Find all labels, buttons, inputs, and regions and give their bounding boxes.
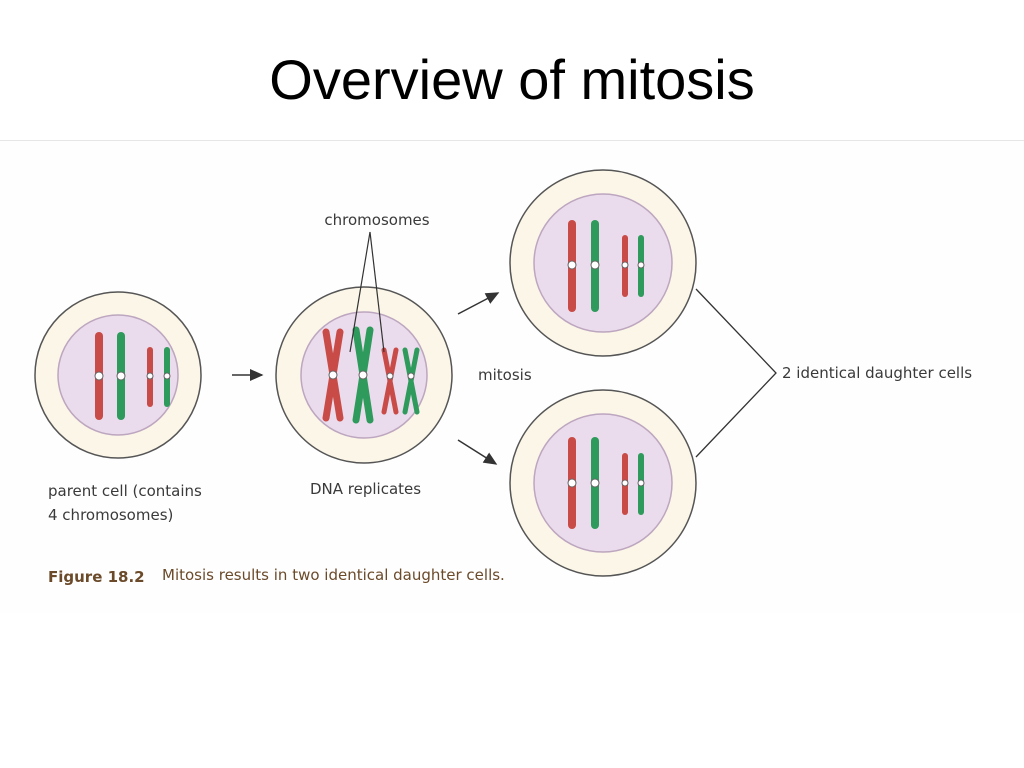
replicated-cell bbox=[275, 286, 453, 464]
arrow-to-top-daughter bbox=[457, 292, 500, 315]
figure-number: Figure 18.2 bbox=[48, 568, 145, 586]
mitosis-label: mitosis bbox=[478, 366, 532, 384]
chromosomes-pointer bbox=[349, 231, 385, 353]
replicated-chromosomes bbox=[322, 326, 420, 424]
arrow-to-bottom-daughter bbox=[457, 439, 498, 465]
parent-cell-label-line2: 4 chromosomes) bbox=[48, 506, 173, 524]
dna-replicates-label: DNA replicates bbox=[310, 480, 421, 498]
parent-chromosomes bbox=[94, 332, 171, 420]
figure-caption: Mitosis results in two identical daughte… bbox=[162, 566, 505, 584]
daughter-cells-label: 2 identical daughter cells bbox=[782, 364, 972, 382]
daughter-top-chromosomes bbox=[567, 220, 645, 312]
daughter-bottom-chromosomes bbox=[567, 437, 645, 529]
parent-cell bbox=[34, 291, 202, 459]
daughter-cell-top bbox=[509, 169, 697, 357]
daughter-bracket bbox=[695, 288, 777, 458]
chromosomes-label: chromosomes bbox=[324, 211, 429, 229]
parent-cell-label-line1: parent cell (contains bbox=[48, 482, 202, 500]
daughter-cell-bottom bbox=[509, 389, 697, 577]
slide-title: Overview of mitosis bbox=[269, 48, 755, 111]
